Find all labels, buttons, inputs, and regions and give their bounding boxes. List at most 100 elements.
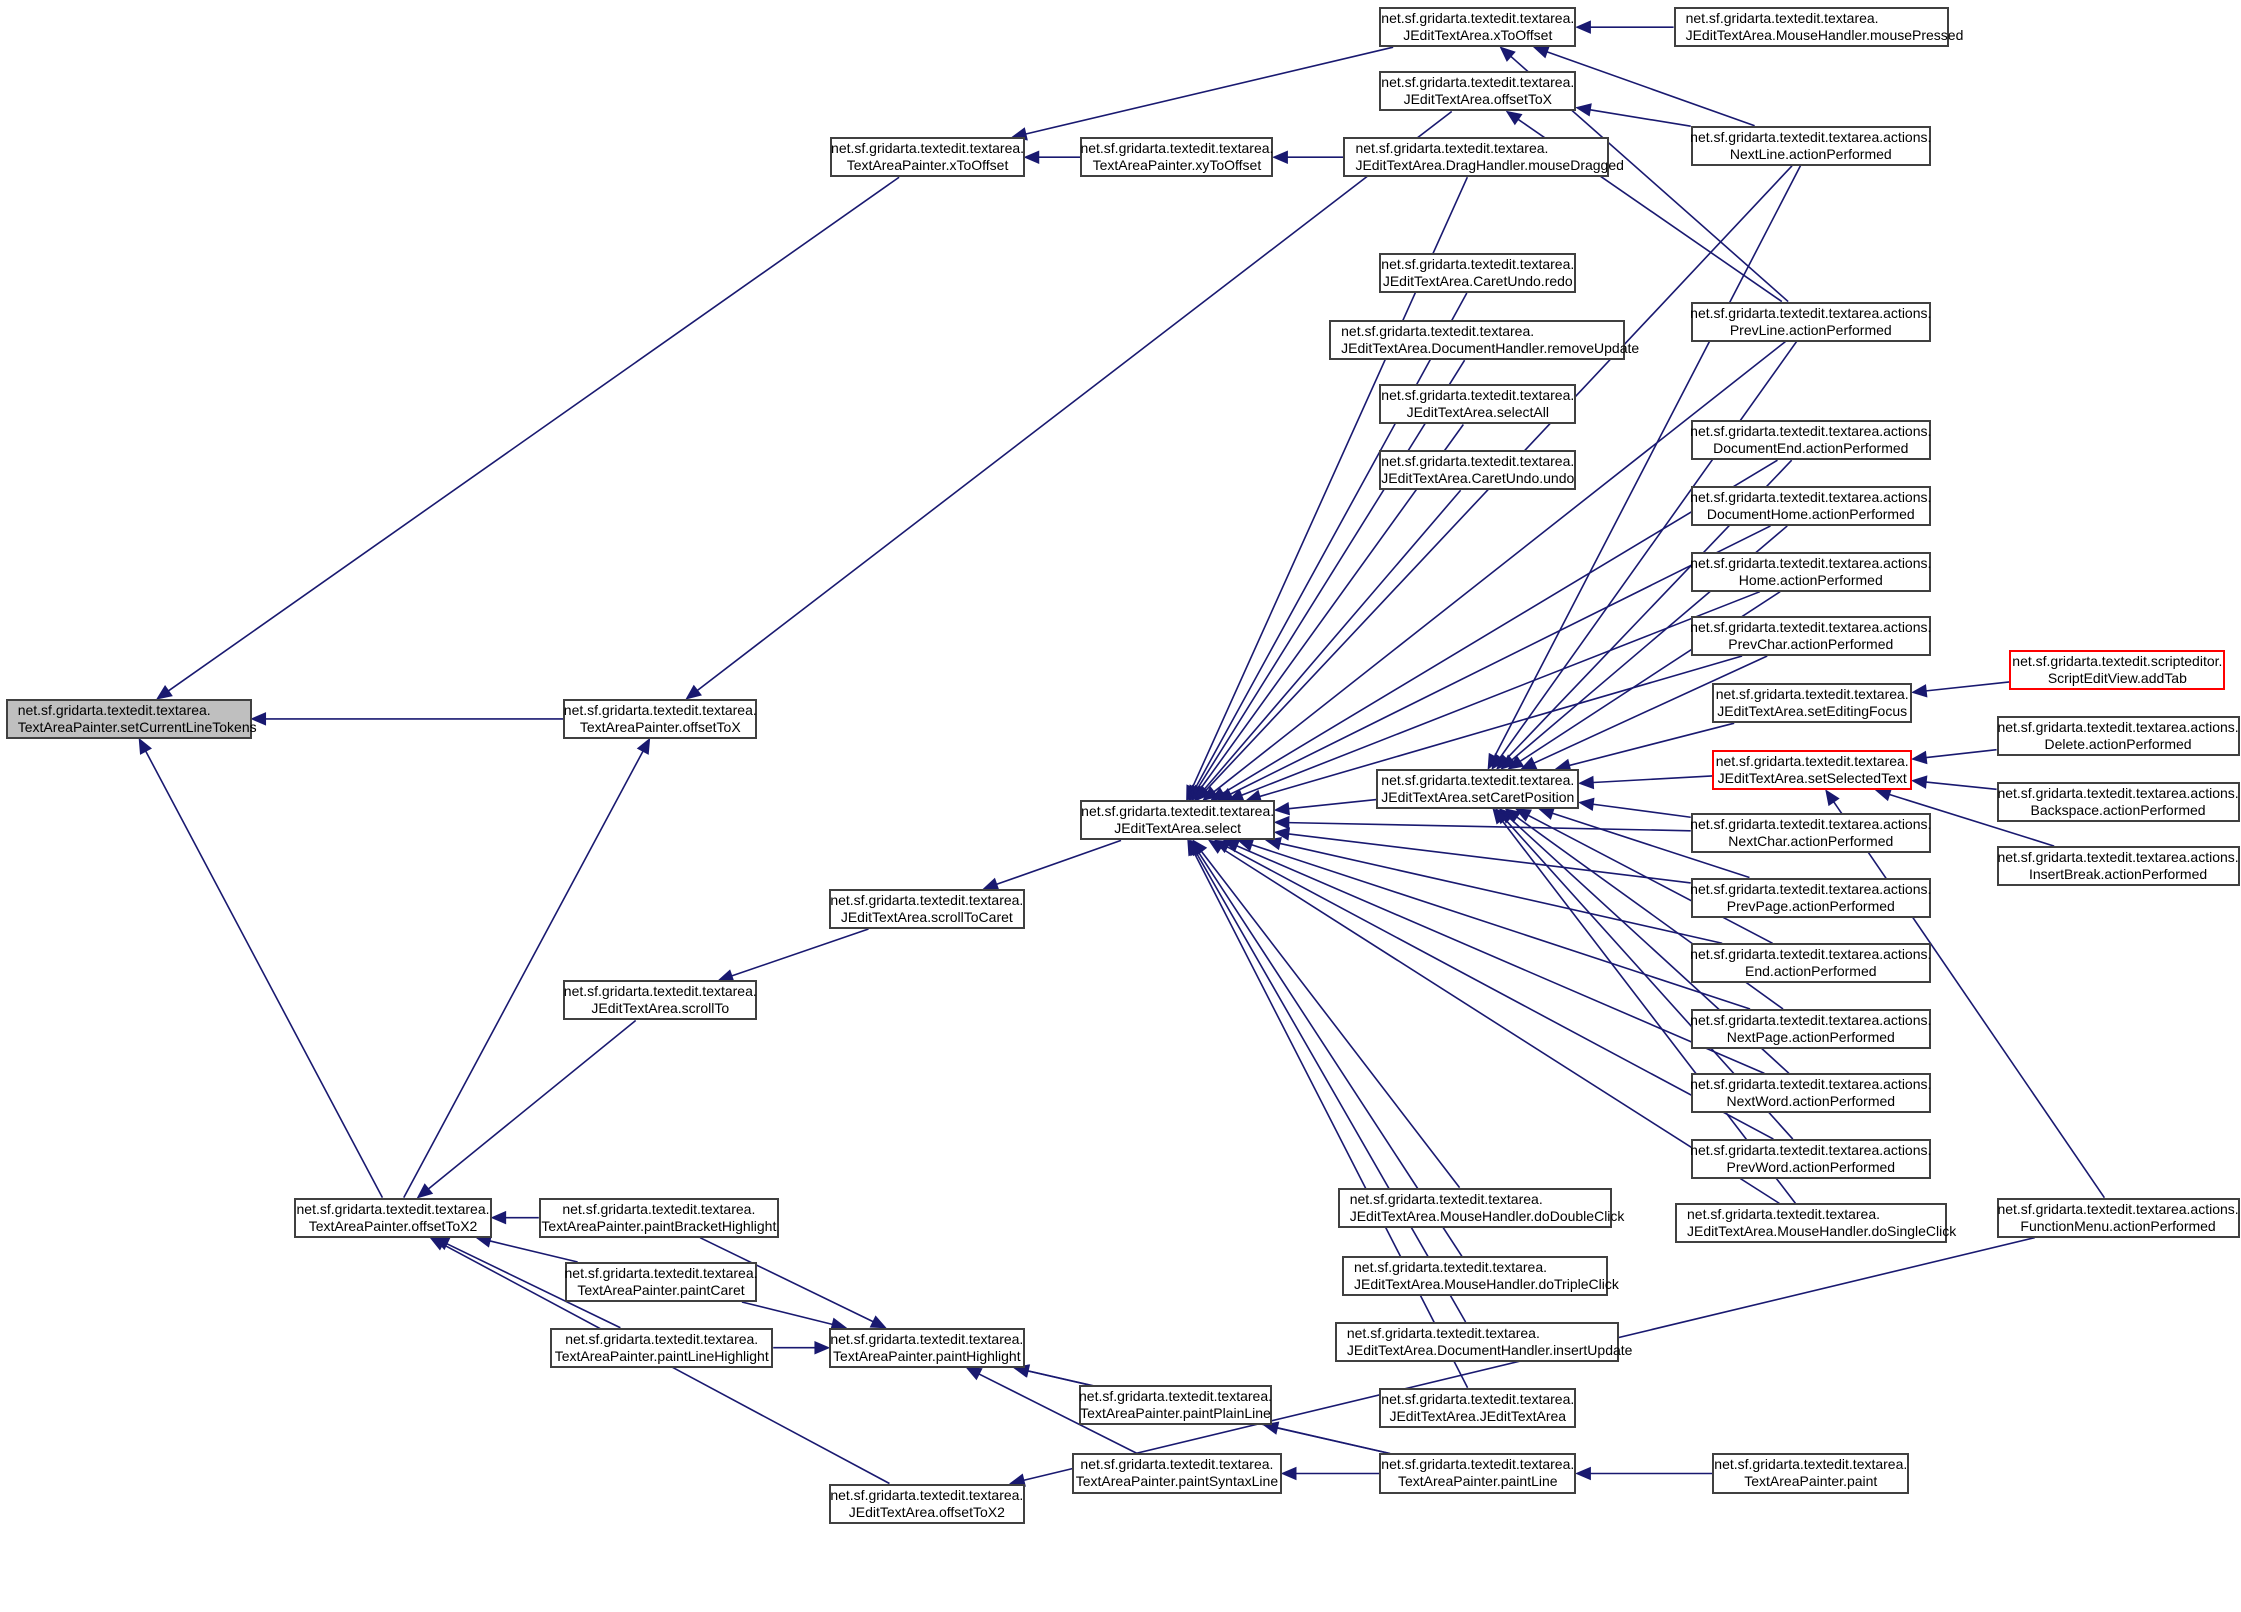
node-textareapainter-paintlinehighlight[interactable]: net.sf.gridarta.textedit.textarea.TextAr…: [550, 1327, 774, 1368]
call-edge: [1241, 590, 1761, 796]
node-package-label: net.sf.gridarta.textedit.textarea.action…: [1690, 423, 1932, 440]
node-method-label: JEditTextArea.DocumentHandler.removeUpda…: [1341, 340, 1640, 357]
node-textareapainter-offsettox2[interactable]: net.sf.gridarta.textedit.textarea.TextAr…: [294, 1197, 492, 1238]
arrowhead-icon: [1505, 110, 1523, 126]
call-edge: [168, 176, 900, 692]
call-edge: [428, 1019, 637, 1190]
node-method-label: NextLine.actionPerformed: [1729, 145, 1892, 162]
node-jedittextarea-select[interactable]: net.sf.gridarta.textedit.textarea.JEditT…: [1080, 800, 1275, 841]
node-backspace-actionperformed[interactable]: net.sf.gridarta.textedit.textarea.action…: [1996, 781, 2240, 822]
node-jedittextarea-caretundo-undo[interactable]: net.sf.gridarta.textedit.textarea.JEditT…: [1379, 450, 1577, 491]
node-textareapainter-paintsyntaxline[interactable]: net.sf.gridarta.textedit.textarea.TextAr…: [1071, 1453, 1282, 1494]
node-method-label: JEditTextArea.MouseHandler.doDoubleClick: [1349, 1207, 1625, 1224]
arrowhead-icon: [1520, 756, 1538, 770]
call-edge: [1288, 821, 1691, 832]
node-end-actionperformed[interactable]: net.sf.gridarta.textedit.textarea.action…: [1690, 943, 1931, 984]
node-package-label: net.sf.gridarta.textedit.textarea.: [563, 983, 757, 1000]
node-textareapainter-paintcaret[interactable]: net.sf.gridarta.textedit.textarea.TextAr…: [564, 1261, 758, 1302]
node-jedittextarea-offsettox[interactable]: net.sf.gridarta.textedit.textarea.JEditT…: [1379, 71, 1577, 112]
node-jedittextarea-xtooffset[interactable]: net.sf.gridarta.textedit.textarea.JEditT…: [1379, 7, 1577, 48]
node-package-label: net.sf.gridarta.textedit.textarea.action…: [1690, 618, 1932, 635]
arrowhead-icon: [1575, 103, 1592, 117]
node-package-label: net.sf.gridarta.textedit.textarea.: [1381, 1456, 1575, 1473]
call-edge: [1833, 801, 2106, 1199]
node-package-label: net.sf.gridarta.textedit.textarea.action…: [1997, 1200, 2239, 1217]
node-method-label: TextAreaPainter.offsetToX2: [308, 1217, 478, 1234]
node-method-label: JEditTextArea.select: [1114, 820, 1242, 837]
node-jedittextarea-documenthandler-removeupdate[interactable]: net.sf.gridarta.textedit.textarea.JEditT…: [1329, 320, 1639, 361]
node-jedittextarea-scrollto[interactable]: net.sf.gridarta.textedit.textarea.JEditT…: [563, 980, 758, 1021]
call-edge: [741, 1301, 833, 1326]
node-package-label: net.sf.gridarta.textedit.textarea.action…: [1690, 1142, 1932, 1159]
node-package-label: net.sf.gridarta.textedit.textarea.: [1381, 74, 1575, 91]
node-nextpage-actionperformed[interactable]: net.sf.gridarta.textedit.textarea.action…: [1690, 1009, 1931, 1050]
node-jedittextarea-setselectedtext[interactable]: net.sf.gridarta.textedit.textarea.JEditT…: [1712, 750, 1913, 791]
node-textareapainter-xtooffset[interactable]: net.sf.gridarta.textedit.textarea.TextAr…: [830, 137, 1025, 178]
node-textareapainter-offsettox[interactable]: net.sf.gridarta.textedit.textarea.TextAr…: [563, 698, 758, 739]
node-prevword-actionperformed[interactable]: net.sf.gridarta.textedit.textarea.action…: [1690, 1139, 1932, 1180]
node-jedittextarea-caretundo-redo[interactable]: net.sf.gridarta.textedit.textarea.JEditT…: [1379, 252, 1577, 293]
node-insertbreak-actionperformed[interactable]: net.sf.gridarta.textedit.textarea.action…: [1996, 846, 2240, 887]
node-package-label: net.sf.gridarta.textedit.textarea.: [1715, 753, 1909, 770]
call-edge: [1889, 793, 2055, 847]
node-method-label: InsertBreak.actionPerformed: [2028, 866, 2208, 883]
node-functionmenu-actionperformed[interactable]: net.sf.gridarta.textedit.textarea.action…: [1996, 1197, 2240, 1238]
node-nextword-actionperformed[interactable]: net.sf.gridarta.textedit.textarea.action…: [1690, 1073, 1931, 1114]
node-method-label: PrevPage.actionPerformed: [1726, 897, 1895, 914]
node-jedittextarea-mousehandler-dotripleclick[interactable]: net.sf.gridarta.textedit.textarea.JEditT…: [1342, 1256, 1619, 1297]
call-edge: [1222, 459, 1778, 794]
node-textareapainter-xytooffset[interactable]: net.sf.gridarta.textedit.textarea.TextAr…: [1080, 137, 1273, 178]
arrowhead-icon: [1187, 839, 1201, 857]
node-package-label: net.sf.gridarta.textedit.textarea.: [1381, 453, 1575, 470]
node-documenthome-actionperformed[interactable]: net.sf.gridarta.textedit.textarea.action…: [1690, 485, 1931, 526]
node-package-label: net.sf.gridarta.textedit.textarea.: [1081, 803, 1275, 820]
node-scripteditview-addtab[interactable]: net.sf.gridarta.textedit.scripteditor.Sc…: [2009, 650, 2226, 691]
node-prevpage-actionperformed[interactable]: net.sf.gridarta.textedit.textarea.action…: [1690, 877, 1932, 918]
node-jedittextarea-offsettox2[interactable]: net.sf.gridarta.textedit.textarea.JEditT…: [828, 1483, 1025, 1524]
node-jedittextarea-jedittextarea[interactable]: net.sf.gridarta.textedit.textarea.JEditT…: [1379, 1387, 1577, 1428]
node-package-label: net.sf.gridarta.textedit.textarea.: [1685, 10, 1879, 27]
node-jedittextarea-setcaretposition[interactable]: net.sf.gridarta.textedit.textarea.JEditT…: [1376, 768, 1580, 809]
node-jedittextarea-draghandler-mousedragged[interactable]: net.sf.gridarta.textedit.textarea.JEditT…: [1343, 137, 1624, 178]
node-home-actionperformed[interactable]: net.sf.gridarta.textedit.textarea.action…: [1690, 551, 1931, 592]
node-textareapainter-paintplainline[interactable]: net.sf.gridarta.textedit.textarea.TextAr…: [1079, 1384, 1272, 1425]
arrowhead-icon: [636, 737, 651, 755]
node-delete-actionperformed[interactable]: net.sf.gridarta.textedit.textarea.action…: [1996, 716, 2240, 757]
call-edge: [1203, 489, 1462, 791]
node-jedittextarea-mousehandler-dosingleclick[interactable]: net.sf.gridarta.textedit.textarea.JEditT…: [1675, 1203, 1956, 1244]
arrowhead-icon: [490, 1210, 507, 1225]
node-package-label: net.sf.gridarta.textedit.textarea.: [1349, 1190, 1543, 1207]
arrowhead-icon: [416, 1183, 434, 1199]
node-jedittextarea-scrolltocaret[interactable]: net.sf.gridarta.textedit.textarea.JEditT…: [828, 888, 1025, 929]
node-jedittextarea-seteditingfocus[interactable]: net.sf.gridarta.textedit.textarea.JEditT…: [1712, 683, 1913, 724]
node-jedittextarea-documenthandler-insertupdate[interactable]: net.sf.gridarta.textedit.textarea.JEditT…: [1334, 1322, 1632, 1363]
node-documentend-actionperformed[interactable]: net.sf.gridarta.textedit.textarea.action…: [1690, 420, 1932, 461]
arrowhead-icon: [1023, 150, 1040, 164]
node-textareapainter-paintline[interactable]: net.sf.gridarta.textedit.textarea.TextAr…: [1379, 1453, 1577, 1494]
arrowhead-icon: [156, 685, 173, 700]
node-method-label: JEditTextArea.setEditingFocus: [1717, 703, 1908, 720]
node-prevchar-actionperformed[interactable]: net.sf.gridarta.textedit.textarea.action…: [1690, 615, 1932, 656]
node-method-label: NextWord.actionPerformed: [1726, 1093, 1896, 1110]
call-edge: [1196, 359, 1466, 789]
node-method-label: JEditTextArea.scrollTo: [591, 1000, 730, 1017]
node-prevline-actionperformed[interactable]: net.sf.gridarta.textedit.textarea.action…: [1690, 301, 1931, 342]
node-method-label: NextChar.actionPerformed: [1728, 833, 1894, 850]
node-nextchar-actionperformed[interactable]: net.sf.gridarta.textedit.textarea.action…: [1690, 813, 1931, 854]
node-textareapainter-paintbrackethighlight[interactable]: net.sf.gridarta.textedit.textarea.TextAr…: [538, 1197, 779, 1238]
node-jedittextarea-mousehandler-mousepressed[interactable]: net.sf.gridarta.textedit.textarea.JEditT…: [1673, 7, 1963, 48]
node-nextline-actionperformed[interactable]: net.sf.gridarta.textedit.textarea.action…: [1690, 125, 1931, 166]
node-method-label: JEditTextArea.scrollToCaret: [840, 908, 1013, 925]
arrowhead-icon: [814, 1340, 831, 1355]
node-package-label: net.sf.gridarta.textedit.textarea.action…: [1690, 880, 1932, 897]
node-jedittextarea-mousehandler-dodoubleclick[interactable]: net.sf.gridarta.textedit.textarea.JEditT…: [1337, 1187, 1624, 1228]
node-package-label: net.sf.gridarta.textedit.textarea.: [1341, 323, 1535, 340]
node-jedittextarea-selectall[interactable]: net.sf.gridarta.textedit.textarea.JEditT…: [1379, 384, 1577, 425]
node-method-label: PrevWord.actionPerformed: [1726, 1159, 1896, 1176]
node-textareapainter-setcurrentlinetokens[interactable]: net.sf.gridarta.textedit.textarea.TextAr…: [5, 698, 257, 739]
node-textareapainter-painthighlight[interactable]: net.sf.gridarta.textedit.textarea.TextAr…: [828, 1327, 1025, 1368]
call-edge: [978, 1373, 1138, 1455]
node-package-label: net.sf.gridarta.textedit.textarea.: [564, 1264, 758, 1281]
node-method-label: TextAreaPainter.paintLineHighlight: [554, 1347, 769, 1364]
node-textareapainter-paint[interactable]: net.sf.gridarta.textedit.textarea.TextAr…: [1712, 1453, 1910, 1494]
